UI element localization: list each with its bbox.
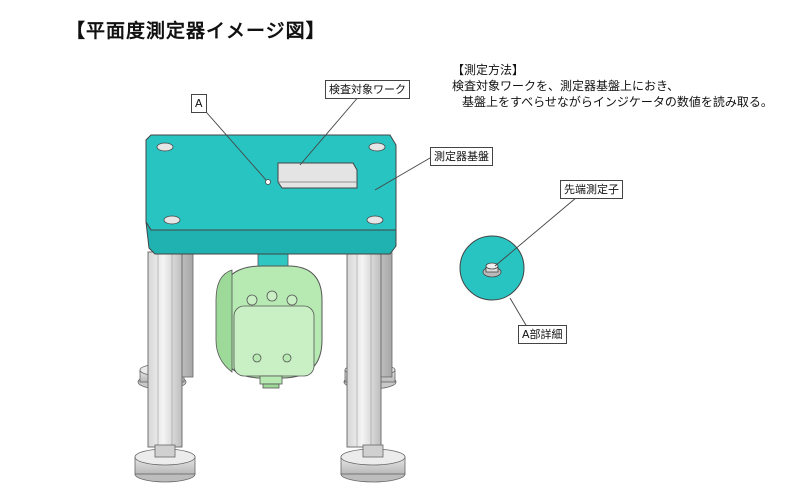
detail-view-a (459, 235, 525, 301)
leader-lines (199, 94, 584, 333)
inspection-workpiece (277, 162, 358, 189)
front-left-leg (134, 251, 196, 483)
callout-detail-a: A部詳細 (518, 325, 567, 344)
diagram-title: 【平面度測定器イメージ図】 (66, 20, 326, 42)
method-heading: 【測定方法】 (452, 63, 525, 77)
callout-probe-tip: 先端測定子 (560, 180, 623, 199)
callout-workpiece: 検査対象ワーク (325, 80, 410, 99)
measuring-base-plate (145, 134, 397, 255)
callout-a: A (191, 94, 207, 113)
callout-base-plate: 測定器基盤 (430, 147, 493, 166)
measurement-method: 【測定方法】 検査対象ワークを、測定器基盤上におき、 基盤上をすべらせながらイン… (452, 62, 773, 110)
dial-indicator (215, 251, 323, 389)
method-line-2: 基盤上をすべらせながらインジケータの数値を読み取る。 (462, 95, 773, 109)
front-right-leg (340, 251, 406, 483)
method-line-1: 検査対象ワークを、測定器基盤上におき、 (452, 79, 680, 93)
